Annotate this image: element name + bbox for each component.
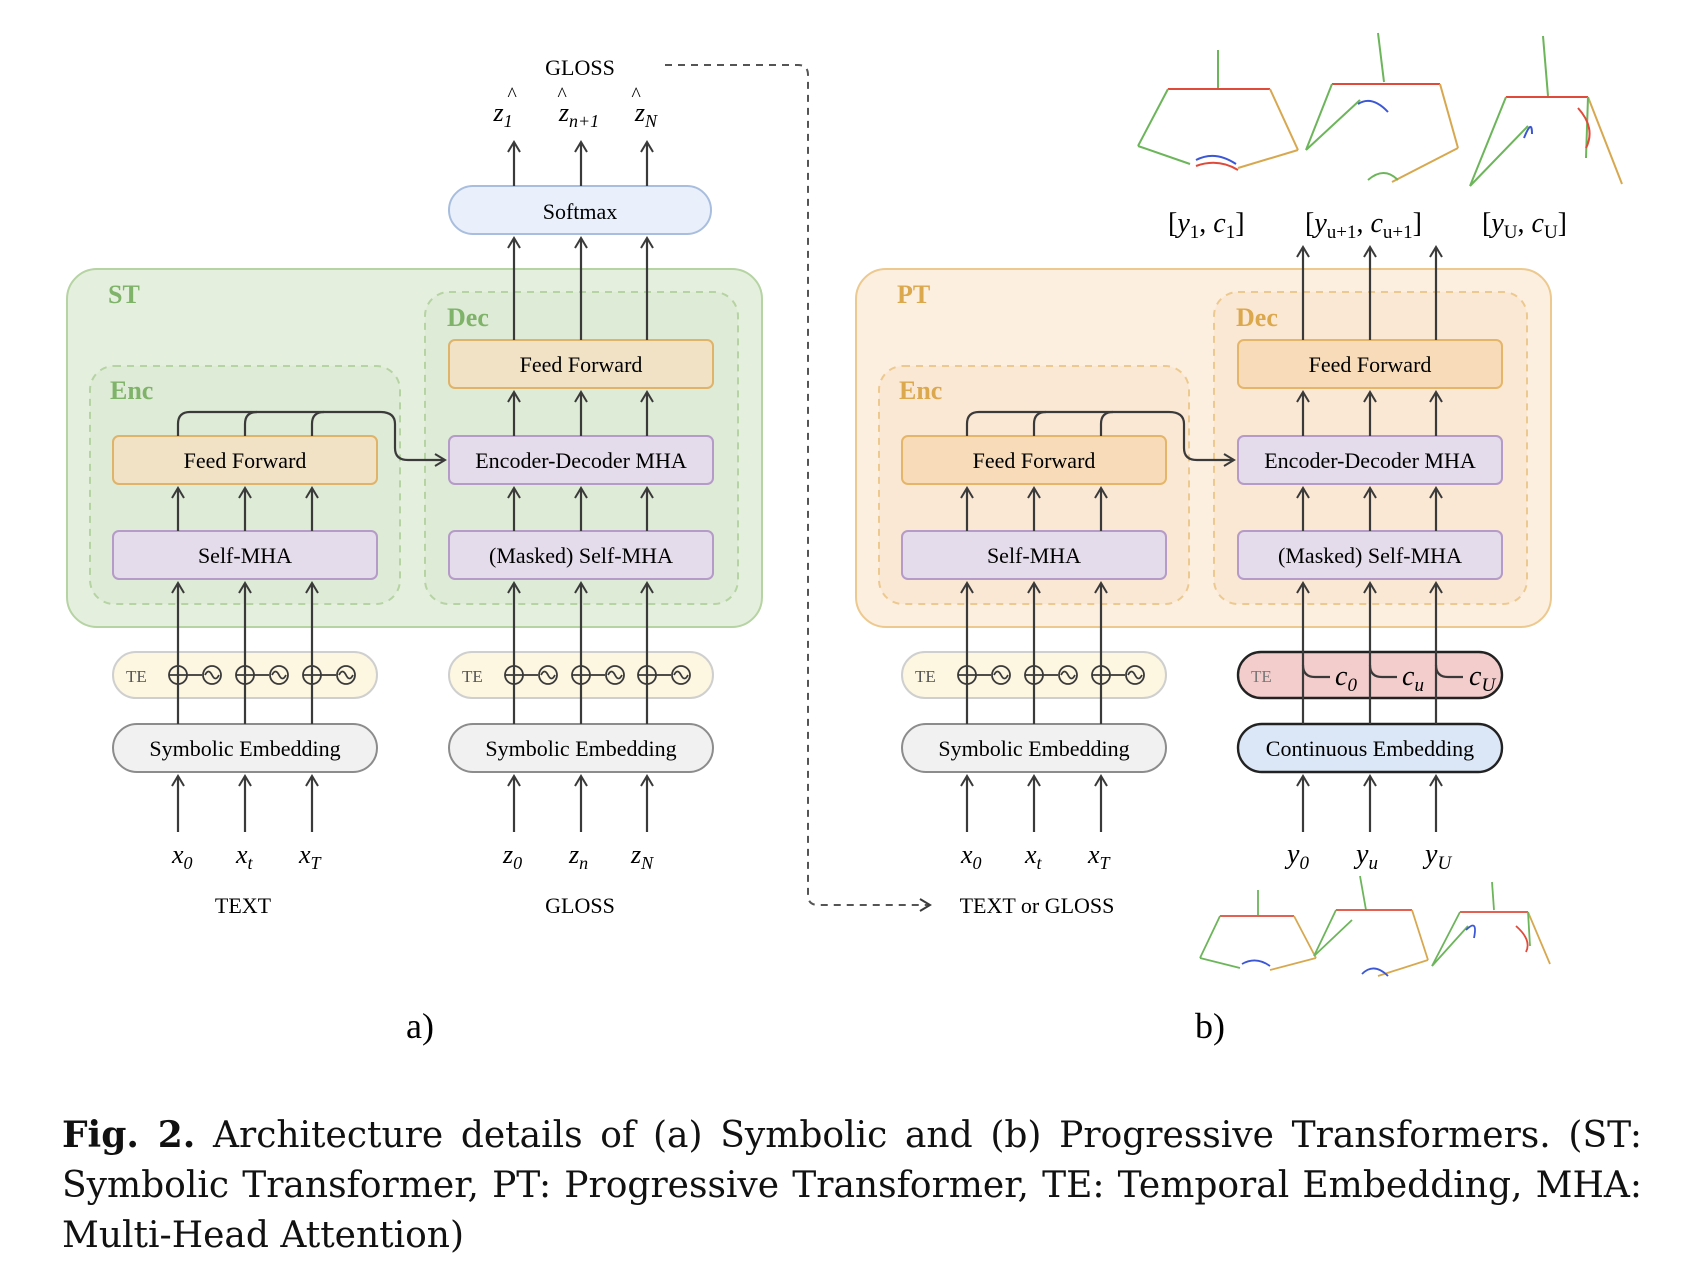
st-input-xt: xt: [235, 840, 254, 873]
pt-output-1: [y1, c1]: [1168, 208, 1245, 243]
st-dec-mha-label: (Masked) Self-MHA: [489, 543, 673, 568]
st-te-glyphs: [168, 665, 691, 685]
svg-text:^: ^: [557, 84, 567, 106]
panel-a-label: a): [406, 1006, 434, 1046]
st-dec-label: Dec: [447, 303, 489, 332]
pt-enc-label: Enc: [899, 376, 942, 405]
pt-inputs-text: x0 xt xT: [960, 840, 1112, 873]
pt-emb-left-label: Symbolic Embedding: [938, 736, 1129, 761]
figure-number: Fig. 2.: [62, 1114, 196, 1156]
st-te-unit: [302, 665, 356, 685]
st-dec-ff-label: Feed Forward: [520, 352, 643, 377]
st-dec-ed-label: Encoder-Decoder MHA: [475, 448, 687, 473]
pt-enc-mha-label: Self-MHA: [987, 543, 1081, 568]
pt-counter-c0: c0: [1335, 661, 1357, 696]
st-emb-left-label: Symbolic Embedding: [149, 736, 340, 761]
st-connectors: [171, 140, 654, 832]
st-input-xT: xT: [298, 840, 323, 873]
pt-input-y0: y0: [1284, 839, 1309, 874]
pt-te-left-label: TE: [915, 667, 936, 686]
caption-text: Architecture details of (a) Symbolic and…: [62, 1115, 1642, 1256]
top-gloss-label: GLOSS: [545, 55, 615, 80]
pt-dec-label: Dec: [1236, 303, 1278, 332]
skeleton-pose: [1199, 890, 1317, 971]
st-output-zn1: zn+1: [558, 98, 599, 131]
pt-te-right-label: TE: [1251, 667, 1272, 686]
pt-counter-cU: cU: [1469, 661, 1496, 696]
pose-skeletons-input: [1199, 875, 1551, 977]
figure-caption: Fig. 2. Architecture details of (a) Symb…: [62, 1110, 1642, 1261]
skeleton-pose: [1313, 875, 1429, 977]
softmax-label: Softmax: [543, 199, 618, 224]
st-input-zn: zn: [568, 840, 588, 873]
st-te-unit: [504, 665, 558, 685]
st-enc-mha-label: Self-MHA: [198, 543, 292, 568]
st-emb-right-label: Symbolic Embedding: [485, 736, 676, 761]
st-label: ST: [108, 280, 140, 309]
st-output-labels: z1 zn+1 zN ^ ^ ^: [492, 84, 658, 131]
pt-te-glyphs: [957, 665, 1145, 685]
pt-input-x0: x0: [960, 840, 982, 873]
architecture-diagram: ST Enc Dec Softmax Feed Forward Self-MHA…: [66, 32, 1623, 1046]
pt-te-unit: [1024, 665, 1078, 685]
pt-input-yu: yu: [1353, 839, 1378, 874]
st-input-z0: z0: [502, 840, 522, 873]
st-enc-label: Enc: [110, 376, 153, 405]
pt-te-unit: [1091, 665, 1145, 685]
pt-output-2: [yu+1, cu+1]: [1305, 208, 1422, 243]
st-te-unit: [571, 665, 625, 685]
skeleton-pose: [1469, 35, 1623, 187]
pt-counter-cu: cu: [1402, 661, 1424, 696]
skeleton-pose: [1305, 32, 1459, 183]
st-te-unit: [235, 665, 289, 685]
gloss-feedback-connector: [665, 64, 932, 912]
pt-dec-mha-label: (Masked) Self-MHA: [1278, 543, 1462, 568]
st-te-unit: [168, 665, 222, 685]
st-enc-ff-label: Feed Forward: [184, 448, 307, 473]
st-text-label: TEXT: [215, 893, 272, 918]
pt-dec-ff-label: Feed Forward: [1309, 352, 1432, 377]
pt-input-yU: yU: [1422, 839, 1452, 874]
panel-b: PT Enc Dec Feed Forward Self-MHA Feed Fo…: [855, 32, 1623, 1046]
st-output-zN: zN: [634, 98, 658, 131]
pt-emb-right-label: Continuous Embedding: [1266, 736, 1474, 761]
st-input-zN: zN: [630, 840, 654, 873]
pt-dec-ed-label: Encoder-Decoder MHA: [1264, 448, 1476, 473]
st-te-right-label: TE: [462, 667, 483, 686]
st-input-x0: x0: [171, 840, 193, 873]
panel-b-label: b): [1195, 1006, 1225, 1046]
pt-te-counters: c0 cu cU: [1335, 661, 1496, 696]
st-inputs-gloss: z0 zn zN: [502, 840, 654, 873]
pt-output-3: [yU, cU]: [1482, 208, 1567, 243]
skeleton-pose: [1137, 50, 1299, 171]
pt-inputs-pose: y0 yu yU: [1284, 839, 1452, 874]
pt-connectors: [960, 245, 1463, 832]
pt-input-xT: xT: [1087, 840, 1112, 873]
pt-enc-ff-label: Feed Forward: [973, 448, 1096, 473]
skeleton-pose: [1431, 881, 1551, 967]
pt-input-xt: xt: [1024, 840, 1043, 873]
svg-text:^: ^: [631, 84, 641, 106]
pose-skeletons-output: [1137, 32, 1623, 187]
pt-text-or-gloss-label: TEXT or GLOSS: [960, 893, 1115, 918]
st-te-unit: [637, 665, 691, 685]
st-output-z1: z1: [492, 98, 512, 131]
svg-text:^: ^: [507, 84, 517, 106]
pt-te-unit: [957, 665, 1011, 685]
st-inputs-text: x0 xt xT: [171, 840, 323, 873]
st-te-left-label: TE: [126, 667, 147, 686]
pt-output-labels: [y1, c1] [yu+1, cu+1] [yU, cU]: [1168, 208, 1567, 243]
pt-label: PT: [897, 280, 930, 309]
st-gloss-label: GLOSS: [545, 893, 615, 918]
panel-a: ST Enc Dec Softmax Feed Forward Self-MHA…: [66, 55, 763, 1046]
